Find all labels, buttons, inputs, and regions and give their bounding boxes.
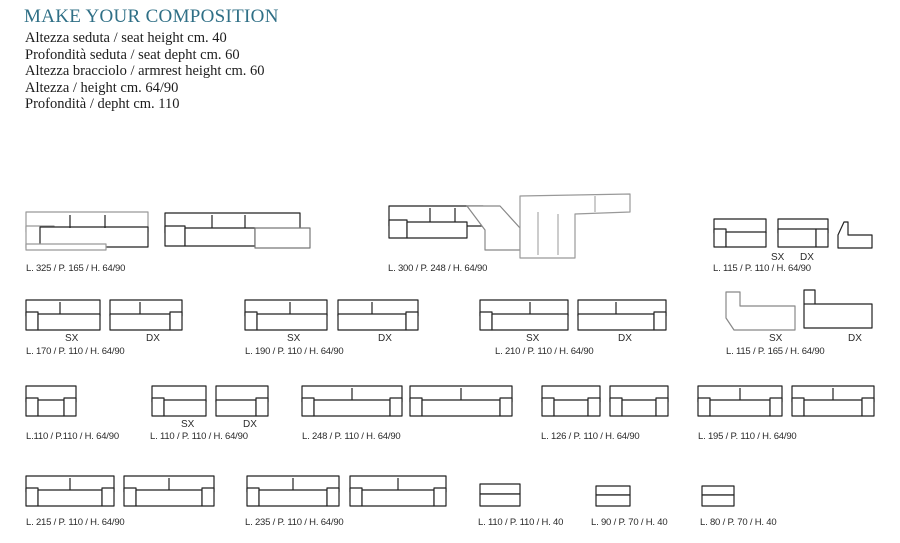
sofa-chaise-325 (25, 211, 149, 251)
dim-label: L. 235 / P. 110 / H. 64/90 (245, 517, 344, 528)
armchair-110 (25, 385, 77, 417)
side-label-dx: DX (378, 333, 392, 344)
dim-label: L. 195 / P. 110 / H. 64/90 (698, 431, 797, 442)
side-label-dx: DX (848, 333, 862, 344)
dim-label: L. 115 / P. 165 / H. 64/90 (726, 346, 825, 357)
spec-armrest-height: Altezza bracciolo / armrest height cm. 6… (25, 63, 265, 80)
side-label-dx: DX (243, 419, 257, 430)
side-label-dx: DX (800, 252, 814, 263)
pouf-80 (701, 485, 735, 507)
sofa-corner-300-b (519, 193, 631, 259)
side-label-sx: SX (65, 333, 79, 344)
dim-label: L. 170 / P. 110 / H. 64/90 (26, 346, 125, 357)
dim-label: L. 300 / P. 248 / H. 64/90 (388, 263, 488, 274)
dim-label: L. 126 / P. 110 / H. 64/90 (541, 431, 640, 442)
spec-seat-height: Altezza seduta / seat height cm. 40 (25, 30, 227, 46)
spec-height: Altezza / height cm. 64/90 (25, 79, 179, 96)
sofa-170 (25, 299, 183, 331)
sofa-215 (25, 475, 215, 507)
sofa-235 (246, 475, 447, 507)
dim-label: L. 80 / P. 70 / H. 40 (700, 517, 777, 528)
dim-label: L. 325 / P. 165 / H. 64/90 (26, 263, 126, 274)
specifications: Altezza seduta / seat height cm. 40 Prof… (25, 30, 265, 113)
sofa-195 (697, 385, 875, 417)
pouf-110 (479, 483, 521, 507)
side-label-sx: SX (771, 252, 785, 263)
side-label-sx: SX (526, 333, 540, 344)
side-label-sx: SX (769, 333, 783, 344)
armchair-115-sx (713, 218, 767, 248)
dim-label: L. 115 / P. 110 / H. 64/90 (713, 263, 811, 274)
dim-label: L. 215 / P. 110 / H. 64/90 (26, 517, 125, 528)
side-label-dx: DX (146, 333, 160, 344)
sofa-210 (479, 299, 667, 331)
sofa-126 (541, 385, 669, 417)
armchair-115-dx (777, 218, 829, 248)
dim-label: L. 248 / P. 110 / H. 64/90 (302, 431, 401, 442)
pouf-90 (595, 485, 631, 507)
armchair-110-sx-dx (151, 385, 269, 417)
chaise-115 (725, 289, 873, 331)
dim-label: L. 110 / P. 110 / H. 64/90 (150, 431, 248, 442)
spec-seat-depth: Profondità seduta / seat depht cm. 60 (25, 46, 240, 63)
page-title: MAKE YOUR COMPOSITION (24, 6, 279, 27)
dim-label: L.110 / P.110 / H. 64/90 (26, 431, 119, 442)
dim-label: L. 190 / P. 110 / H. 64/90 (245, 346, 344, 357)
pouf-module (837, 221, 873, 249)
sofa-chaise-325-b (164, 212, 311, 249)
sofa-corner-300 (388, 205, 521, 251)
side-label-sx: SX (287, 333, 301, 344)
sofa-248 (301, 385, 513, 417)
dim-label: L. 90 / P. 70 / H. 40 (591, 517, 668, 528)
side-label-dx: DX (618, 333, 632, 344)
sofa-190 (244, 299, 419, 331)
spec-depth: Profondità / depht cm. 110 (25, 96, 180, 113)
dim-label: L. 110 / P. 110 / H. 40 (478, 517, 564, 528)
dim-label: L. 210 / P. 110 / H. 64/90 (495, 346, 594, 357)
side-label-sx: SX (181, 419, 195, 430)
